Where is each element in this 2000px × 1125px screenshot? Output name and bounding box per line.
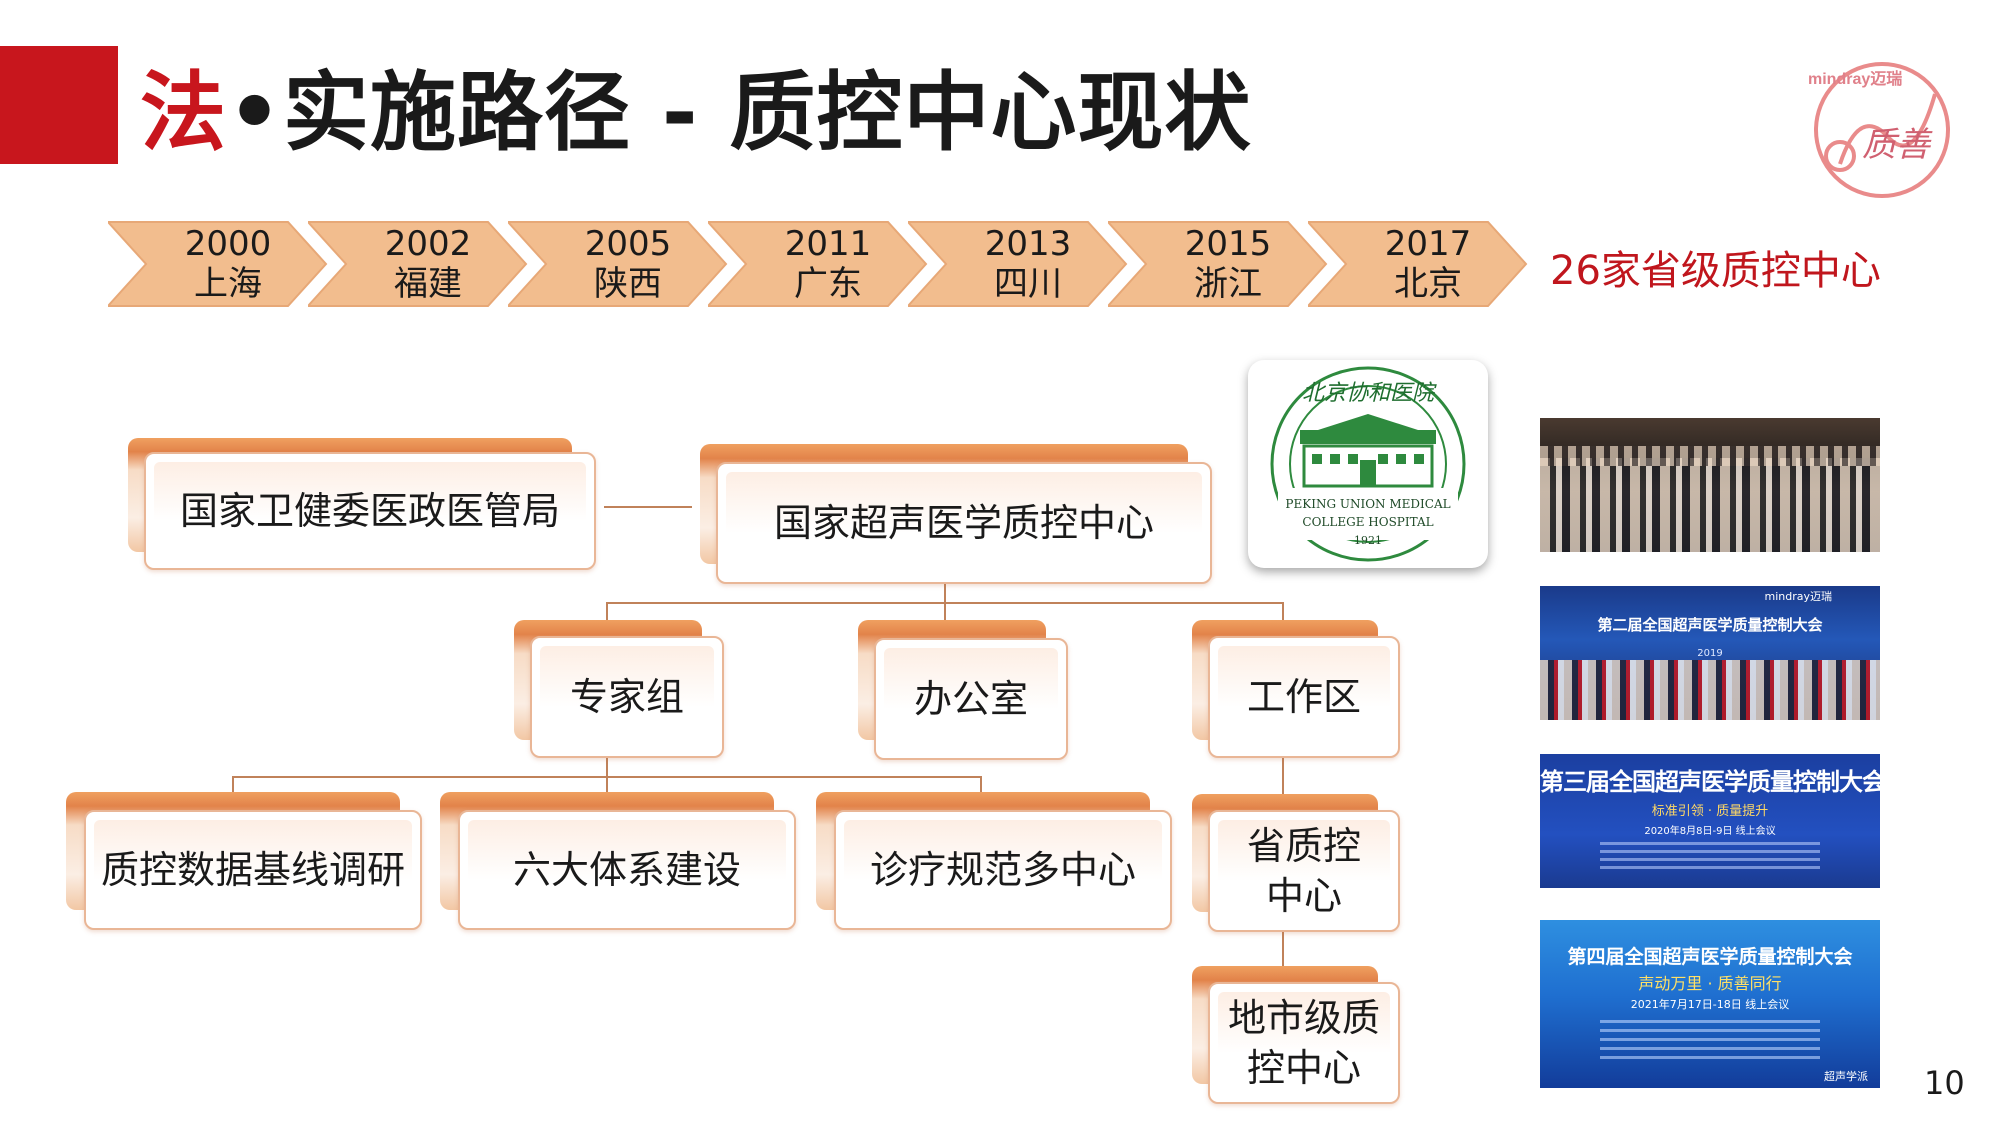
org-label: 诊疗规范多中心	[869, 848, 1136, 892]
timeline-place: 广东	[794, 264, 862, 304]
org-box-office: 办公室	[858, 620, 1068, 762]
org-label-line: 地市级质	[1227, 996, 1380, 1040]
photo-brand: mindray迈瑞	[1764, 590, 1833, 603]
logo-text: 质善	[1862, 125, 1933, 165]
org-box-baseline: 质控数据基线调研	[66, 792, 422, 932]
logo-brand: mindray迈瑞	[1808, 69, 1902, 88]
org-label-line: 中心	[1265, 874, 1342, 918]
photo-sub: 声动万里 · 质善同行	[1638, 974, 1782, 993]
timeline-step: 2005 陕西	[508, 220, 730, 308]
title-prefix: 法	[140, 63, 227, 163]
mindray-logo: mindray迈瑞 质善	[1800, 44, 1960, 204]
photo-group-1	[1540, 418, 1880, 552]
photo-sub: 标准引领 · 质量提升	[1651, 804, 1769, 819]
org-box-center: 国家超声医学质控中心	[700, 444, 1212, 588]
hospital-cn-name: 北京协和医院	[1302, 381, 1437, 406]
timeline-place: 北京	[1394, 264, 1462, 304]
timeline-place: 浙江	[1194, 264, 1262, 304]
connector-line	[232, 776, 982, 778]
photo-caption: 第四届全国超声医学质量控制大会	[1567, 946, 1853, 968]
title-rest: •实施路径 - 质控中心现状	[227, 63, 1252, 163]
org-label: 六大体系建设	[512, 848, 741, 892]
page-number: 10	[1924, 1064, 1965, 1102]
org-label: 办公室	[913, 677, 1028, 721]
photo-date: 2020年8月8日-9日 线上会议	[1644, 826, 1776, 837]
hospital-en-line1: PEKING UNION MEDICAL	[1285, 497, 1450, 511]
org-label: 国家超声医学质控中心	[773, 501, 1154, 545]
timeline-place: 福建	[394, 264, 462, 304]
connector-line	[1282, 602, 1284, 636]
timeline-step: 2017 北京	[1308, 220, 1530, 308]
photo-caption: 第二届全国超声医学质量控制大会	[1597, 616, 1823, 634]
photo-conference-4: 第四届全国超声医学质量控制大会 声动万里 · 质善同行 2021年7月17日-1…	[1540, 920, 1880, 1088]
timeline-year: 2015	[1184, 224, 1272, 264]
connector-line	[980, 776, 982, 798]
org-box-experts: 专家组	[514, 620, 724, 762]
org-box-six-systems: 六大体系建设	[440, 792, 796, 932]
timeline-step: 2015 浙江	[1108, 220, 1330, 308]
hospital-en-line2: COLLEGE HOSPITAL	[1302, 515, 1433, 529]
connector-line	[232, 776, 234, 798]
connector-line	[1282, 928, 1284, 972]
connector-line	[1282, 756, 1284, 798]
org-label: 国家卫健委医政医管局	[179, 489, 560, 533]
org-label: 质控数据基线调研	[100, 848, 405, 892]
timeline-place: 上海	[194, 264, 262, 304]
hospital-logo: 北京协和医院 PEKING UNION MEDICAL COLLEGE HOSP…	[1248, 360, 1488, 568]
org-label-line: 省质控	[1246, 824, 1361, 868]
timeline-year: 2017	[1384, 224, 1472, 264]
org-box-city: 地市级质控中心	[1192, 966, 1400, 1106]
timeline-step: 2000 上海	[108, 220, 330, 308]
timeline-year: 2005	[584, 224, 672, 264]
timeline-step: 2011 广东	[708, 220, 930, 308]
org-box-multicenter: 诊疗规范多中心	[816, 792, 1172, 932]
photo-sub: 2019	[1697, 648, 1723, 659]
timeline-year: 2011	[784, 224, 872, 264]
timeline-place: 四川	[994, 264, 1062, 304]
org-box-workzone: 工作区	[1192, 620, 1400, 762]
timeline-step: 2002 福建	[308, 220, 530, 308]
timeline-year: 2000	[184, 224, 272, 264]
photo-date: 2021年7月17日-18日 线上会议	[1630, 998, 1790, 1011]
org-label: 省质控中心	[1210, 812, 1398, 930]
timeline-year: 2002	[384, 224, 472, 264]
org-label: 工作区	[1246, 675, 1361, 719]
connector-line	[606, 602, 608, 636]
org-box-provincial: 省质控中心	[1192, 794, 1400, 934]
timeline-place: 陕西	[594, 264, 662, 304]
photo-conference-3: 第三届全国超声医学质量控制大会 标准引领 · 质量提升 2020年8月8日-9日…	[1540, 754, 1880, 888]
photo-caption: 第三届全国超声医学质量控制大会	[1540, 768, 1880, 796]
org-label: 地市级质控中心	[1210, 984, 1398, 1102]
connector-line	[606, 752, 608, 798]
org-label: 专家组	[569, 675, 684, 719]
org-label-line: 控中心	[1246, 1046, 1361, 1090]
timeline-summary: 26家省级质控中心	[1550, 248, 1881, 294]
hospital-year: 1921	[1354, 534, 1382, 547]
page-title: 法•实施路径 - 质控中心现状	[140, 58, 1252, 168]
org-box-nhc: 国家卫健委医政医管局	[128, 438, 598, 576]
timeline-year: 2013	[984, 224, 1072, 264]
connector-line	[944, 582, 946, 606]
title-accent-bar	[0, 46, 118, 164]
photo-conference-2: mindray迈瑞 第二届全国超声医学质量控制大会 2019	[1540, 586, 1880, 720]
photo-brand: 超声学派	[1824, 1070, 1868, 1083]
connector-line	[604, 506, 692, 508]
connector-line	[944, 602, 946, 636]
timeline-step: 2013 四川	[908, 220, 1130, 308]
